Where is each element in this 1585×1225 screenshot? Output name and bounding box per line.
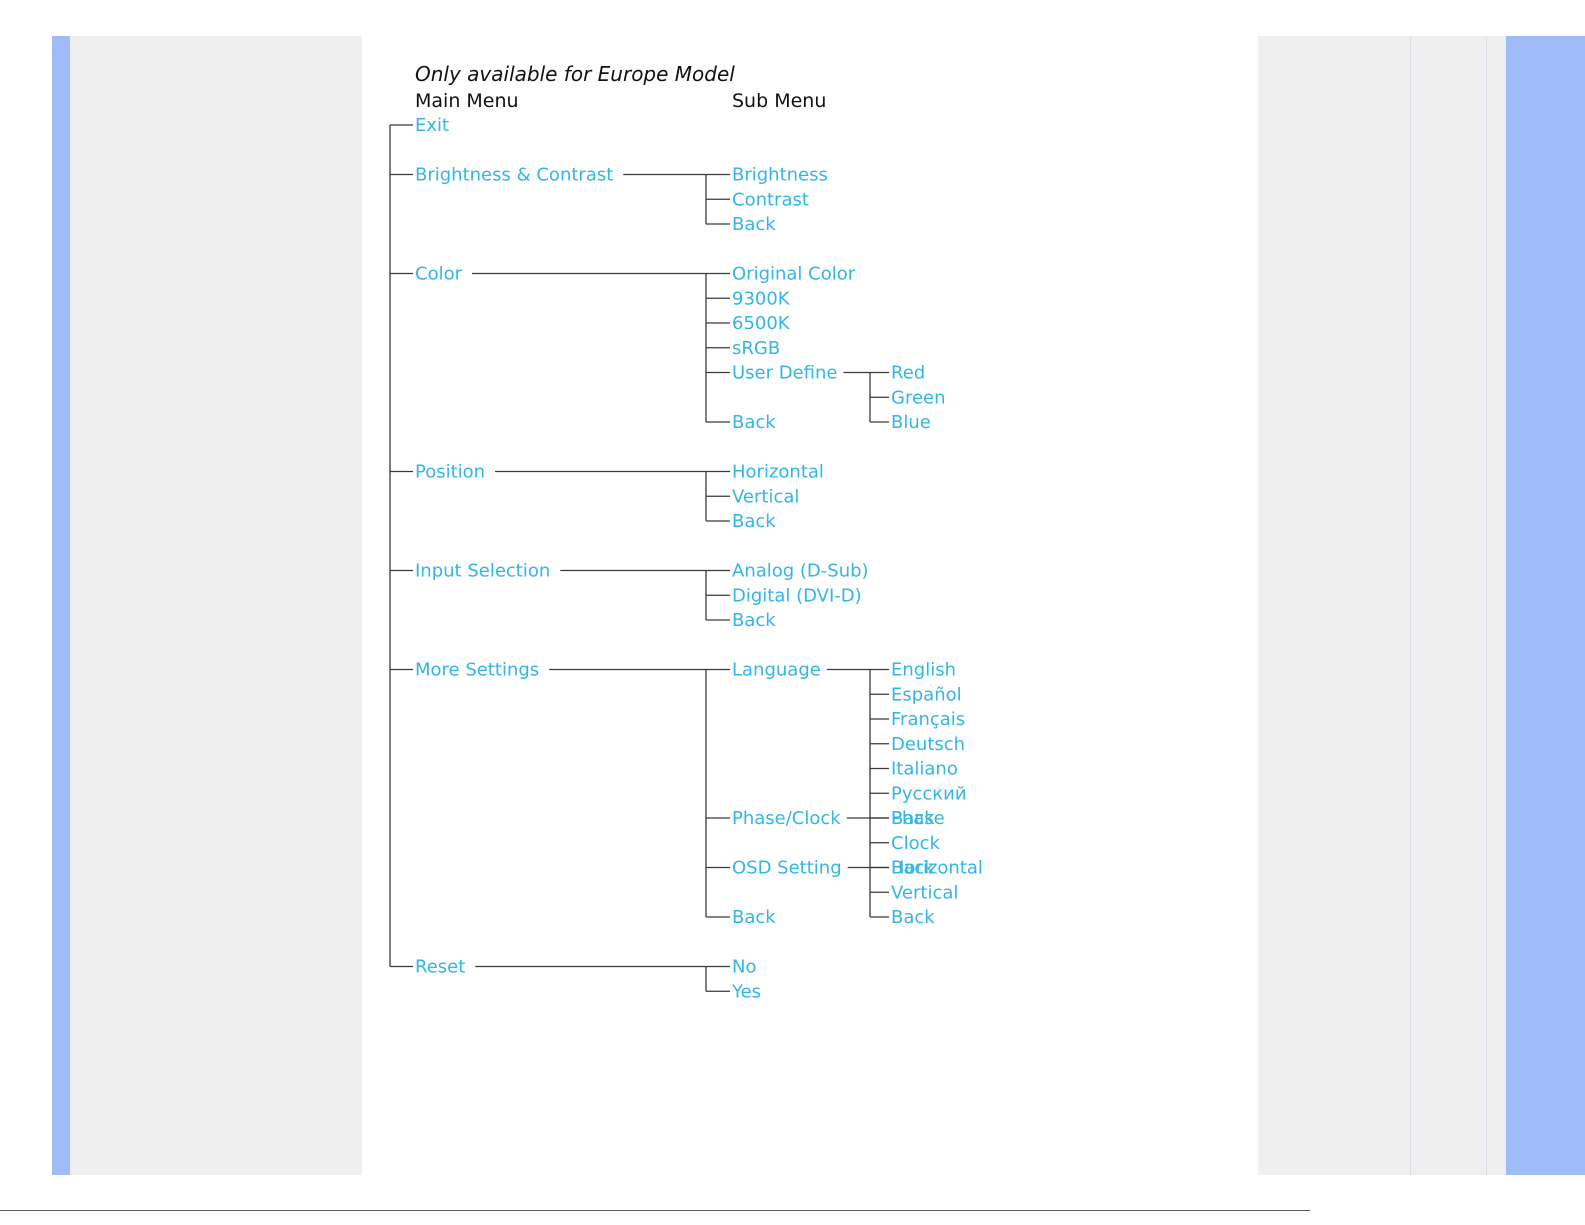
main-menu-heading: Main Menu xyxy=(415,90,519,112)
menu-node-level-1[interactable]: No xyxy=(732,957,756,978)
menu-node-level-2[interactable]: Back xyxy=(891,907,935,928)
menu-node-level-2[interactable]: Red xyxy=(891,363,925,384)
menu-node-level-2[interactable]: Phase xyxy=(891,808,945,829)
right-sidebar-panel xyxy=(1258,36,1506,1175)
menu-node-level-1[interactable]: 9300K xyxy=(732,288,791,309)
menu-node-level-1[interactable]: Digital (DVI-D) xyxy=(732,585,862,606)
menu-node-level-2[interactable]: Horizontal xyxy=(891,858,983,879)
menu-node-level-1[interactable]: Back xyxy=(732,412,776,433)
menu-node-level-2[interactable]: Español xyxy=(891,684,962,705)
menu-node-level-2[interactable]: Clock xyxy=(891,833,940,854)
menu-node-level-1[interactable]: OSD Setting xyxy=(732,858,842,879)
menu-node-level-1[interactable]: Vertical xyxy=(732,486,799,507)
menu-node-level-1[interactable]: Phase/Clock xyxy=(732,808,841,829)
menu-node-level-2[interactable]: Green xyxy=(891,387,946,408)
menu-node-level-1[interactable]: Back xyxy=(732,214,776,235)
menu-node-level-2[interactable]: English xyxy=(891,660,956,681)
menu-node-level-0[interactable]: More Settings xyxy=(415,660,539,681)
left-accent-stripe xyxy=(52,36,70,1175)
menu-node-level-0[interactable]: Brightness & Contrast xyxy=(415,165,613,186)
menu-node-level-2[interactable]: Italiano xyxy=(891,759,958,780)
menu-node-level-1[interactable]: sRGB xyxy=(732,338,780,359)
menu-node-level-1[interactable]: Original Color xyxy=(732,264,856,285)
menu-node-level-2[interactable]: Deutsch xyxy=(891,734,965,755)
menu-node-level-2[interactable]: Back xyxy=(891,808,935,829)
menu-node-level-1[interactable]: 6500K xyxy=(732,313,791,334)
menu-node-level-0[interactable]: Input Selection xyxy=(415,561,550,582)
menu-node-level-1[interactable]: Horizontal xyxy=(732,462,824,483)
menu-node-level-2[interactable]: Русский xyxy=(891,783,967,804)
right-panel-divider xyxy=(1410,36,1411,1175)
menu-node-level-0[interactable]: Exit xyxy=(415,115,449,136)
sub-menu-heading: Sub Menu xyxy=(732,90,826,112)
menu-node-level-1[interactable]: Yes xyxy=(731,981,761,1002)
left-sidebar-panel xyxy=(52,36,362,1175)
menu-node-level-2[interactable]: Vertical xyxy=(891,882,958,903)
right-accent-stripe xyxy=(1506,36,1585,1175)
menu-node-level-1[interactable]: Back xyxy=(732,907,776,928)
tree-connectors xyxy=(389,124,889,992)
menu-node-level-0[interactable]: Reset xyxy=(415,957,465,978)
menu-node-level-1[interactable]: Analog (D-Sub) xyxy=(732,561,869,582)
menu-node-level-2[interactable]: Blue xyxy=(891,412,931,433)
menu-node-level-0[interactable]: Color xyxy=(415,264,463,285)
menu-node-level-1[interactable]: Contrast xyxy=(732,189,809,210)
menu-node-level-1[interactable]: Back xyxy=(732,511,776,532)
menu-node-level-1[interactable]: User Define xyxy=(732,363,838,384)
right-panel-divider xyxy=(1486,36,1487,1175)
menu-node-level-2[interactable]: Français xyxy=(891,709,965,730)
menu-node-level-1[interactable]: Brightness xyxy=(732,165,828,186)
menu-node-level-2[interactable]: Back xyxy=(891,858,935,879)
menu-node-level-0[interactable]: Position xyxy=(415,462,485,483)
menu-node-level-1[interactable]: Back xyxy=(732,610,776,631)
footer-rule xyxy=(0,1210,1310,1211)
europe-model-note: Only available for Europe Model xyxy=(415,62,735,86)
menu-node-level-1[interactable]: Language xyxy=(732,660,821,681)
